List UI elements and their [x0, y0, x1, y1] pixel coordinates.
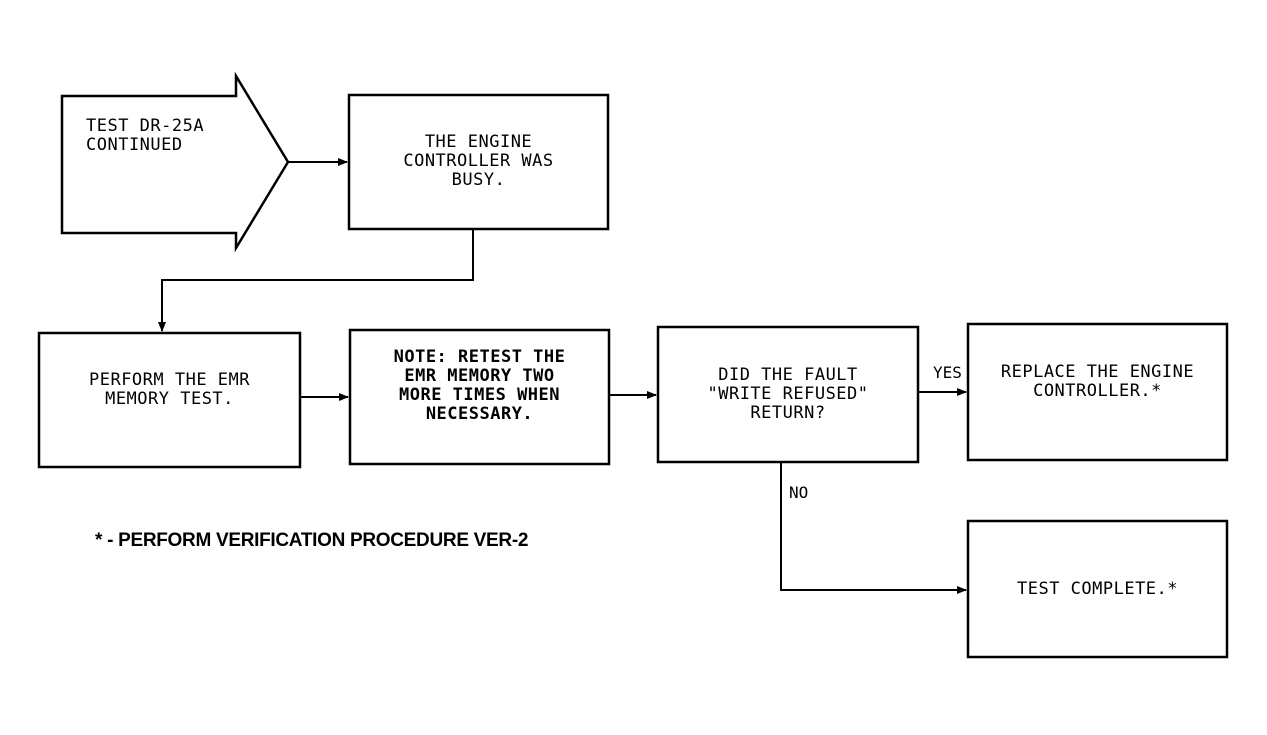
box-note-retest: [348, 328, 611, 466]
no-edge-label: NO: [789, 483, 809, 502]
fault-question-label: DID THE FAULT "WRITE REFUSED" RETURN?: [707, 365, 869, 423]
verification-footnote: * - PERFORM VERIFICATION PROCEDURE VER-2: [95, 530, 529, 551]
start-block-arrow: [60, 71, 290, 253]
note-retest-label: NOTE: RETEST THE EMR MEMORY TWO MORE TIM…: [393, 347, 566, 424]
box-emr-test: [37, 331, 302, 469]
box-test-complete: [966, 519, 1229, 659]
yes-edge-label: YES: [933, 363, 962, 382]
box-controller-busy: [347, 93, 610, 231]
box-replace-controller: [966, 322, 1229, 462]
box-fault-question: [656, 325, 920, 464]
emr-test-label: PERFORM THE EMR MEMORY TEST.: [88, 370, 251, 409]
edge-busy-to-emr-test: [158, 229, 474, 332]
controller-busy-label: THE ENGINE CONTROLLER WAS BUSY.: [403, 132, 554, 190]
replace-controller-label: REPLACE THE ENGINE CONTROLLER.*: [1000, 362, 1195, 401]
test-complete-label: TEST COMPLETE.*: [1016, 579, 1179, 599]
start-arrow-label: TEST DR-25A CONTINUED: [86, 116, 205, 155]
edge-no-to-complete: [780, 462, 967, 594]
